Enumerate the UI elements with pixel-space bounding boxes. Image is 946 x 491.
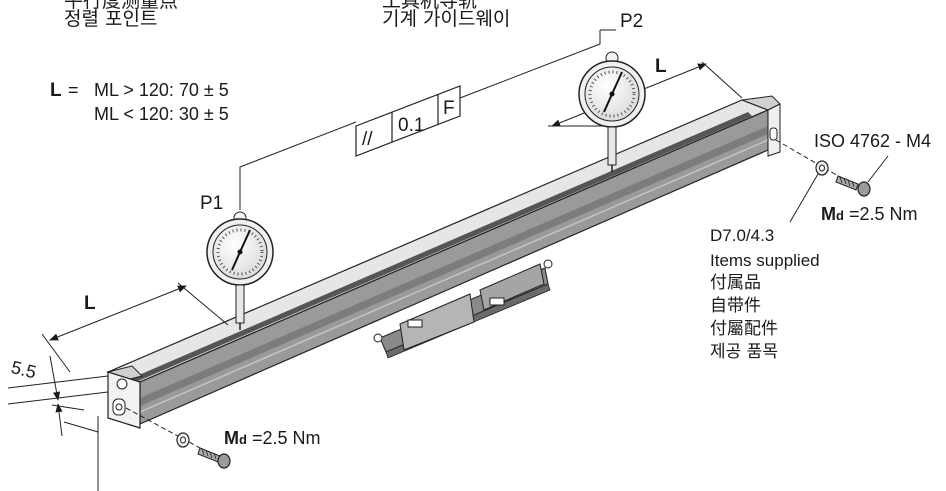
linear-scale-body	[106, 99, 770, 425]
screw-spec-label: ISO 4762 - M4	[814, 131, 932, 151]
probe-p1-label: P1	[200, 193, 224, 214]
alignment-point-label: 정렬 포인트	[64, 8, 158, 30]
tolerance-frame: // 0.1 F	[355, 85, 461, 157]
guideway-label-cut: 工具机导轨	[382, 0, 478, 12]
screw-icon	[217, 453, 231, 469]
guideway-lines	[63, 416, 99, 491]
torque-right-label: Md =2.5 Nm	[821, 204, 918, 225]
torque-left-value: =2.5 Nm	[251, 428, 321, 448]
torque-right-sub: d	[836, 208, 844, 223]
right-end-block	[741, 95, 781, 157]
torque-left-label: Md =2.5 Nm	[224, 428, 321, 449]
dimension-l-left	[41, 282, 229, 373]
torque-left-symbol: M	[224, 428, 239, 448]
tolerance-datum: F	[443, 98, 455, 119]
tolerance-value: 0.1	[398, 115, 424, 136]
dial-gauge-p1	[206, 198, 274, 330]
l-formula-line1: ML > 120: 70 ± 5	[94, 80, 229, 100]
items-supplied-zh-tw: 付屬配件	[710, 319, 778, 339]
items-supplied-zh-cn: 自带件	[710, 296, 761, 316]
l-formula-line2: ML < 120: 30 ± 5	[94, 104, 229, 124]
probe-p2-label: P2	[620, 11, 644, 32]
alignment-point-label-cut: 平行度测量点	[64, 0, 179, 12]
torque-right-symbol: M	[821, 204, 836, 224]
items-supplied-en: Items supplied	[710, 251, 820, 270]
items-supplied-list: Items supplied 付属品 自带件 付屬配件 제공 품목	[710, 249, 820, 364]
left-end-block	[107, 365, 143, 429]
l-formula-symbol: L	[50, 80, 62, 101]
dimension-l-left-label: L	[84, 293, 96, 314]
torque-right-value: =2.5 Nm	[848, 204, 918, 224]
scanning-head	[373, 259, 553, 359]
left-fastener	[125, 407, 231, 469]
right-fastener	[775, 139, 889, 223]
items-supplied-ko: 제공 품목	[710, 342, 778, 362]
guideway-label: 기계 가이드웨이	[382, 8, 511, 30]
items-supplied-ja: 付属品	[710, 273, 761, 293]
torque-left-sub: d	[239, 432, 247, 447]
dimension-offset	[7, 355, 109, 437]
l-formula-equals: =	[68, 80, 79, 100]
washer-spec-label: D7.0/4.3	[710, 226, 775, 245]
tolerance-leaders	[239, 29, 616, 198]
dimension-l-right-label: L	[655, 56, 667, 77]
dial-gauge-p2	[578, 51, 646, 172]
tolerance-symbol: //	[362, 129, 373, 150]
